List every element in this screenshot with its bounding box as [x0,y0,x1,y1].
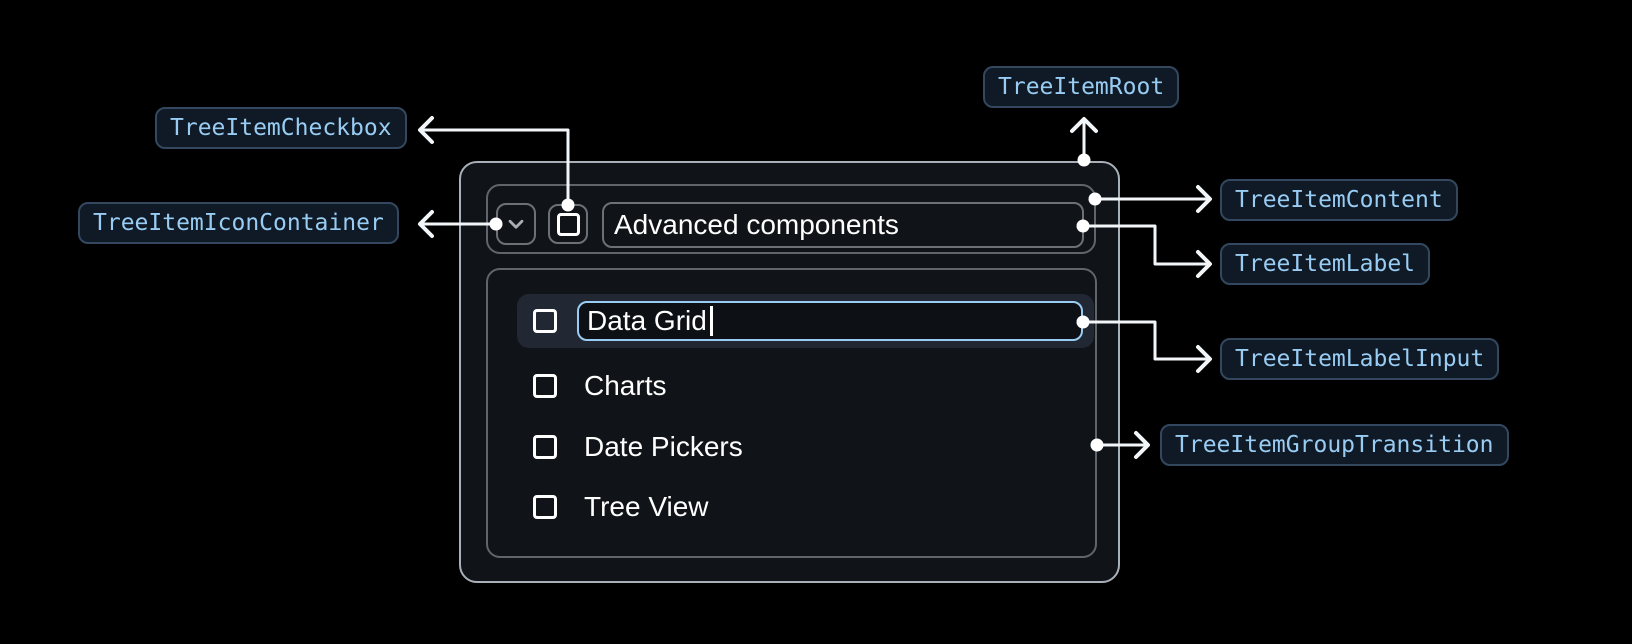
tree-item-label-input[interactable]: Data Grid [577,301,1083,341]
badge-tree-item-group-transition: TreeItemGroupTransition [1160,424,1509,466]
checkbox-unchecked-icon[interactable] [533,309,557,333]
tree-item-label: Tree View [584,491,709,522]
tree-item-row[interactable]: Tree View [517,480,1094,534]
tree-item-row-editing[interactable]: Data Grid [517,294,1094,348]
tree-item-root: Advanced components Data Grid Charts Dat… [459,161,1120,583]
badge-tree-item-icon-container: TreeItemIconContainer [78,202,399,244]
tree-item-label[interactable]: Advanced components [602,202,1084,248]
tree-item-label: Date Pickers [584,431,743,462]
label-input-value: Data Grid [587,305,707,336]
tree-item-icon-container[interactable] [496,203,536,245]
badge-tree-item-label-input: TreeItemLabelInput [1220,338,1500,380]
tree-item-group-transition: Data Grid Charts Date Pickers Tree View [486,268,1097,558]
badge-tree-item-checkbox: TreeItemCheckbox [155,107,407,149]
checkbox-unchecked-icon[interactable] [533,374,557,398]
tree-item-label: Charts [584,370,667,401]
badge-tree-item-root: TreeItemRoot [983,66,1180,108]
tree-item-row[interactable]: Charts [517,359,1094,413]
checkbox-unchecked-icon [556,212,580,236]
badge-tree-item-content: TreeItemContent [1220,179,1458,221]
checkbox-unchecked-icon[interactable] [533,495,557,519]
chevron-down-icon [508,219,524,229]
checkbox-unchecked-icon[interactable] [533,435,557,459]
tree-item-row[interactable]: Date Pickers [517,420,1094,474]
badge-tree-item-label: TreeItemLabel [1220,243,1431,285]
text-cursor [709,306,713,336]
tree-item-checkbox[interactable] [548,204,588,244]
tree-item-content[interactable]: Advanced components [486,184,1096,254]
